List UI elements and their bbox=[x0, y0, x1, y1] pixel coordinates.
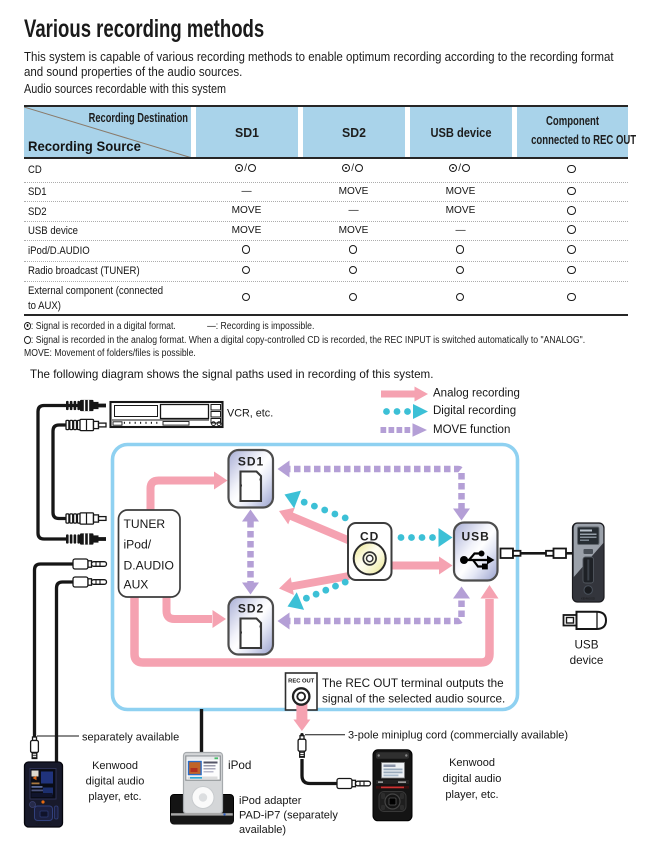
svg-text:KENWOOD: KENWOOD bbox=[581, 597, 595, 601]
svg-text:iPod adapter: iPod adapter bbox=[239, 795, 302, 807]
svg-text:KENWOOD: KENWOOD bbox=[36, 822, 53, 826]
svg-text:The REC OUT terminal outputs t: The REC OUT terminal outputs the bbox=[322, 677, 504, 690]
svg-text:separately available: separately available bbox=[82, 732, 179, 744]
svg-text:USB: USB bbox=[462, 530, 490, 544]
svg-text:iPod/: iPod/ bbox=[124, 538, 152, 552]
svg-text:D.AUDIO: D.AUDIO bbox=[124, 559, 174, 573]
svg-text:USB: USB bbox=[574, 639, 598, 652]
svg-text:AUX: AUX bbox=[124, 578, 149, 592]
svg-text:TUNER: TUNER bbox=[124, 517, 166, 531]
svg-text:Kenwood: Kenwood bbox=[449, 757, 495, 769]
svg-text:SD1: SD1 bbox=[238, 455, 264, 469]
svg-text:Analog recording: Analog recording bbox=[433, 388, 520, 400]
svg-text:KENWOOD: KENWOOD bbox=[194, 819, 211, 823]
svg-text:iPod: iPod bbox=[228, 759, 251, 772]
svg-text:signal of the selected audio s: signal of the selected audio source. bbox=[322, 693, 505, 706]
svg-text:PAD-iP7 (separately: PAD-iP7 (separately bbox=[239, 810, 338, 822]
svg-text:SD2: SD2 bbox=[238, 602, 264, 616]
svg-text:KENWOOD: KENWOOD bbox=[381, 815, 403, 819]
svg-text:Digital recording: Digital recording bbox=[433, 405, 516, 417]
svg-text:CD: CD bbox=[360, 530, 379, 544]
svg-text:available): available) bbox=[239, 824, 286, 836]
svg-text:digital audio: digital audio bbox=[86, 776, 145, 788]
svg-text:3-pole miniplug cord (commerci: 3-pole miniplug cord (commercially avail… bbox=[348, 730, 568, 742]
svg-text:digital audio: digital audio bbox=[443, 773, 502, 785]
svg-text:MOVE function: MOVE function bbox=[433, 424, 510, 436]
svg-text:REC OUT: REC OUT bbox=[288, 679, 315, 685]
svg-text:player, etc.: player, etc. bbox=[88, 791, 141, 803]
svg-text:player, etc.: player, etc. bbox=[445, 789, 498, 801]
svg-text:Kenwood: Kenwood bbox=[92, 760, 138, 772]
svg-text:VCR, etc.: VCR, etc. bbox=[227, 408, 273, 420]
svg-text:device: device bbox=[570, 654, 604, 667]
